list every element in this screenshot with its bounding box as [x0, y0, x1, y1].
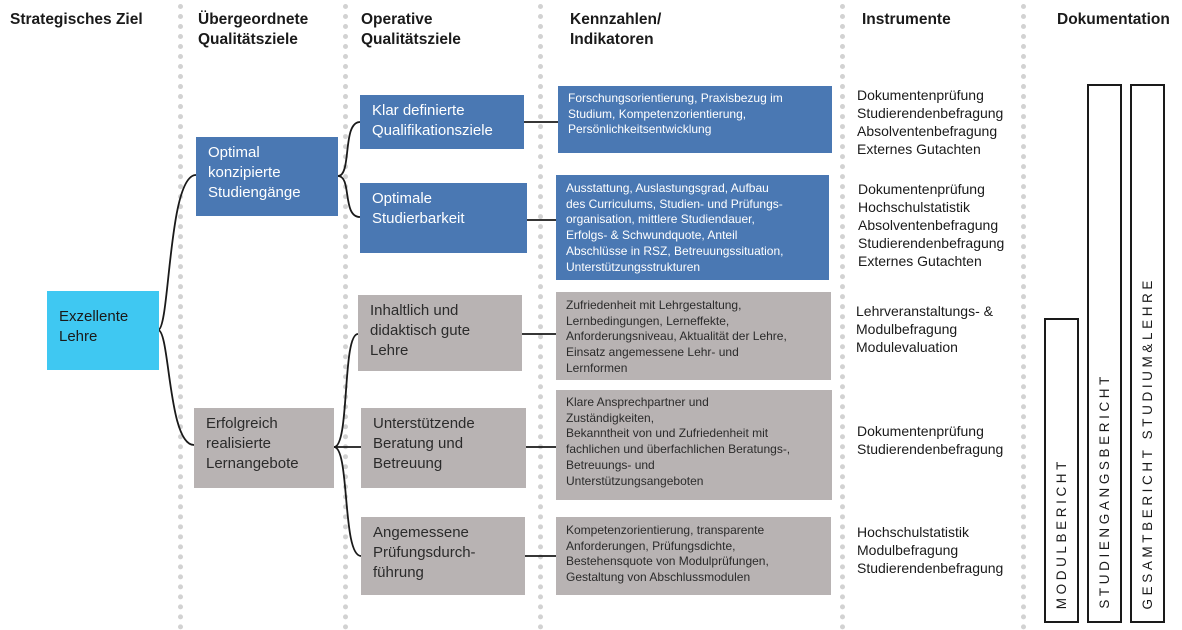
header-indicators: Kennzahlen/ Indikatoren — [570, 11, 662, 48]
operative-goal-box: Optimale Studierbarkeit — [360, 183, 527, 253]
header-overarching-goals: Übergeordnete Qualitätsziele — [198, 11, 309, 48]
indicator-box: Ausstattung, Auslastungsgrad, Aufbau des… — [556, 175, 829, 280]
instrument-list: Dokumentenprüfung Hochschulstatistik Abs… — [858, 181, 1005, 269]
documentation-label: STUDIENGANGSBERICHT — [1097, 373, 1112, 609]
operative-goal-box: Angemessene Prüfungsdurch- führung — [361, 517, 525, 595]
indicator-box: Klare Ansprechpartner und Zuständigkeite… — [556, 390, 832, 500]
header-instruments: Instrumente — [862, 11, 951, 28]
column-divider — [840, 4, 845, 630]
column-divider — [178, 4, 183, 630]
indicator-box: Kompetenzorientierung, transparente Anfo… — [556, 517, 831, 595]
column-divider — [538, 4, 543, 630]
header-operative-goals: Operative Qualitätsziele — [361, 11, 461, 48]
operative-goal-box: Unterstützende Beratung und Betreuung — [361, 408, 526, 488]
documentation-bar-program-report: STUDIENGANGSBERICHT — [1087, 84, 1122, 623]
documentation-label: MODULBERICHT — [1054, 457, 1069, 609]
column-divider — [1021, 4, 1026, 630]
operative-goal-box: Inhaltlich und didaktisch gute Lehre — [358, 295, 522, 371]
instrument-list: Lehrveranstaltungs- & Modulbefragung Mod… — [856, 303, 993, 355]
header-strategic-goal: Strategisches Ziel — [10, 11, 143, 28]
header-documentation: Dokumentation — [1057, 11, 1170, 28]
documentation-label: GESAMTBERICHT STUDIUM&LEHRE — [1140, 276, 1155, 609]
indicator-box: Zufriedenheit mit Lehrgestaltung, Lernbe… — [556, 292, 831, 380]
indicator-box: Forschungsorientierung, Praxisbezug im S… — [558, 86, 832, 153]
strategic-goal-box: Exzellente Lehre — [47, 291, 159, 370]
documentation-bar-module-report: MODULBERICHT — [1044, 318, 1079, 623]
column-divider — [343, 4, 348, 630]
instrument-list: Dokumentenprüfung Studierendenbefragung … — [857, 87, 1004, 157]
documentation-bar-overall-report: GESAMTBERICHT STUDIUM&LEHRE — [1130, 84, 1165, 623]
instrument-list: Hochschulstatistik Modulbefragung Studie… — [857, 524, 1004, 576]
overarching-goal-box: Optimal konzipierte Studiengänge — [196, 137, 338, 216]
overarching-goal-box: Erfolgreich realisierte Lernangebote — [194, 408, 334, 488]
operative-goal-box: Klar definierte Qualifikationsziele — [360, 95, 524, 149]
instrument-list: Dokumentenprüfung Studierendenbefragung — [857, 423, 1004, 457]
